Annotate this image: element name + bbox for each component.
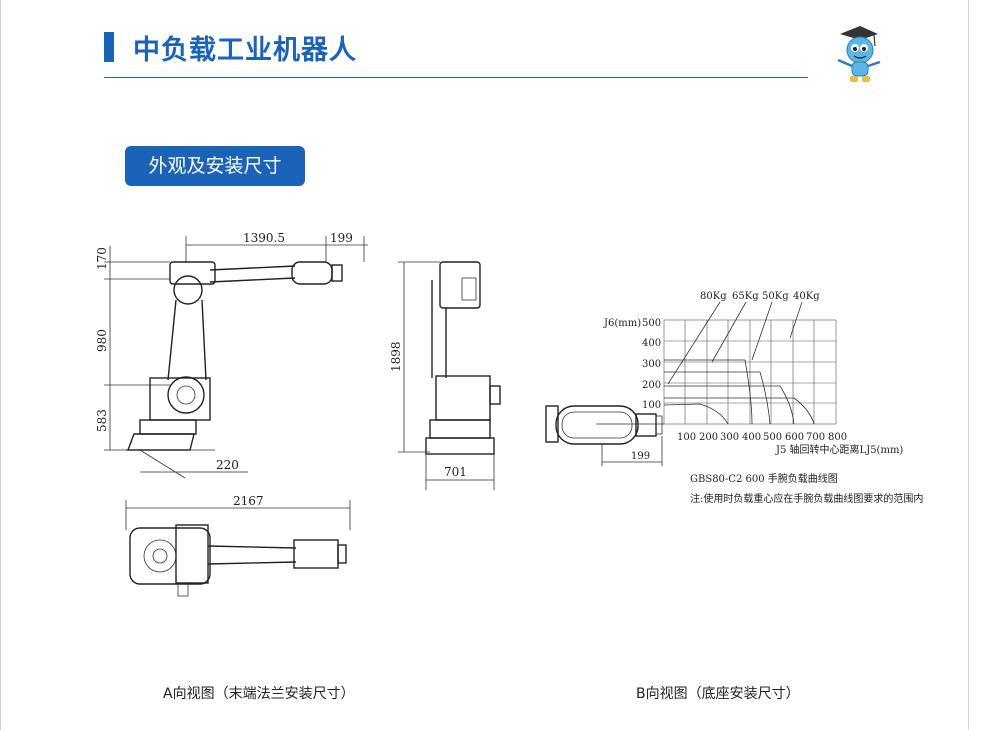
- page-frame-right: [968, 0, 969, 730]
- x-tick-800: 800: [828, 432, 847, 443]
- dim-total-length: 2167: [233, 494, 264, 508]
- chart-x-label: J5 轴回转中心距离LJ5(mm): [775, 443, 903, 456]
- dim-reach: 1390.5: [243, 231, 285, 245]
- x-tick-600: 600: [785, 432, 804, 443]
- front-view: 1898 701: [389, 261, 501, 490]
- y-tick-200: 200: [642, 380, 661, 391]
- top-view: 2167: [125, 494, 351, 597]
- caption-view-b: B向视图（底座安装尺寸）: [636, 686, 800, 702]
- chart-y-label: J6(mm): [603, 318, 641, 329]
- load-chart: J6(mm) 500 400 300 200 100 80Kg 65Kg 50K: [545, 291, 923, 505]
- dim-height: 1898: [389, 341, 403, 372]
- x-tick-200: 200: [699, 432, 718, 443]
- section-tag: 外观及安装尺寸: [125, 146, 305, 186]
- side-view: 1390.5 199 170 980 583 220: [95, 231, 368, 479]
- y-tick-300: 300: [642, 359, 661, 370]
- y-tick-100: 100: [642, 400, 661, 411]
- mascot-icon: [837, 26, 881, 82]
- page-frame-left: [0, 0, 1, 730]
- page-title: 中负载工业机器人: [133, 35, 357, 66]
- load-label-80kg: 80Kg: [700, 291, 727, 302]
- dim-base-offset: 220: [216, 458, 239, 472]
- y-tick-400: 400: [642, 338, 661, 349]
- dim-arm-length: 980: [95, 329, 109, 352]
- caption-view-a: A向视图（末端法兰安装尺寸）: [163, 686, 355, 702]
- y-tick-500: 500: [642, 318, 661, 329]
- x-tick-700: 700: [806, 432, 825, 443]
- x-tick-300: 300: [720, 432, 739, 443]
- x-tick-500: 500: [763, 432, 782, 443]
- load-label-65kg: 65Kg: [732, 291, 759, 302]
- title-divider: [104, 77, 808, 78]
- x-tick-100: 100: [677, 432, 696, 443]
- chart-offset-dim: 199: [631, 451, 650, 462]
- load-label-50kg: 50Kg: [762, 291, 789, 302]
- chart-note: 注:使用时负载重心应在手腕负载曲线图要求的范围内: [690, 492, 923, 505]
- dim-width: 701: [444, 465, 467, 479]
- dim-base-height: 583: [95, 409, 109, 432]
- title-accent-bar: [104, 32, 114, 62]
- load-label-40kg: 40Kg: [793, 291, 820, 302]
- dim-upper-offset: 170: [95, 247, 109, 270]
- dim-flange-offset: 199: [330, 231, 353, 245]
- chart-title: GBS80-C2 600 手腕负载曲线图: [690, 472, 838, 485]
- x-tick-400: 400: [742, 432, 761, 443]
